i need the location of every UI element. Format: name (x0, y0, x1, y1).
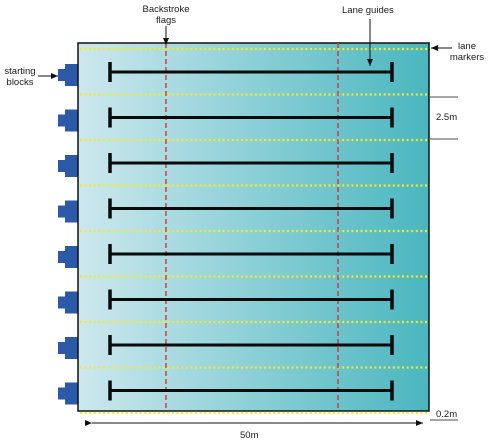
starting-blocks-group (58, 64, 78, 405)
starting-block (58, 200, 78, 223)
lane-guide (108, 289, 394, 310)
starting-block (58, 64, 78, 86)
starting-blocks-label: starting blocks (4, 66, 36, 88)
lane-markers-label: lane markers (449, 41, 485, 63)
lane-guide (108, 244, 394, 264)
lane-guide (108, 380, 394, 401)
starting-block (58, 382, 78, 405)
backstroke-flags-label: Backstroke flags (142, 4, 190, 26)
edge-gap-label: 0.2m (436, 409, 458, 420)
starting-block (58, 109, 78, 132)
pool-water (77, 42, 430, 412)
pool-length-label: 50m (240, 430, 259, 441)
lane-guide (108, 153, 394, 173)
starting-block (58, 155, 78, 177)
starting-block (58, 291, 78, 314)
lane-guide (108, 107, 394, 128)
lane-guide (108, 62, 394, 82)
lane-guide (108, 335, 394, 355)
starting-block (58, 246, 78, 268)
lane-width-label: 2.5m (436, 112, 458, 123)
lane-guide (108, 198, 394, 219)
lane-guides-label: Lane guides (342, 5, 394, 16)
lane-guides-group (108, 62, 394, 401)
starting-block (58, 337, 78, 359)
